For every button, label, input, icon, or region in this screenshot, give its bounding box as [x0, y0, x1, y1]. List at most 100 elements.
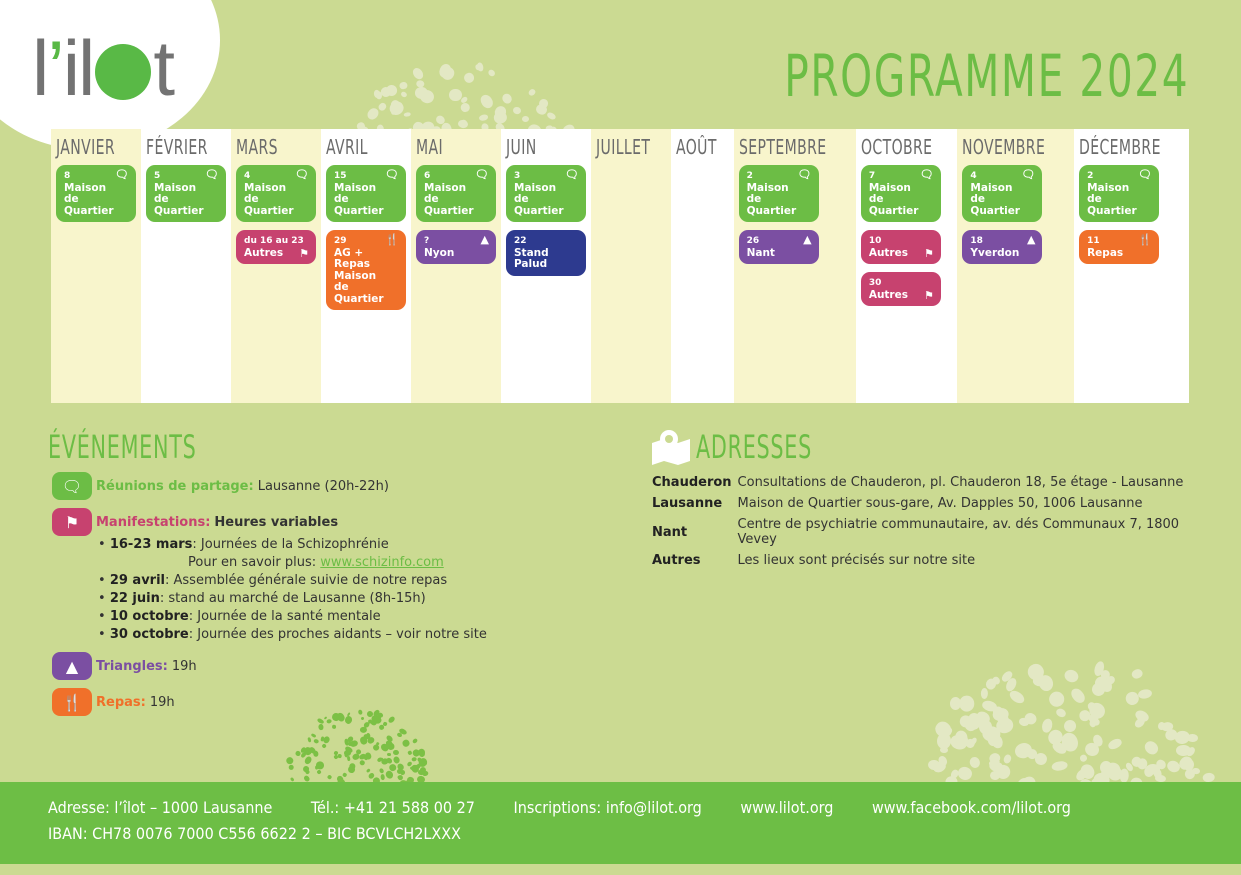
list-item: • 16-23 mars: Journées de la Schizophrén…	[98, 537, 389, 552]
event-label: Repas	[1087, 246, 1124, 259]
flag-icon: ⚑	[299, 246, 309, 260]
footer-facebook[interactable]: www.facebook.com/lilot.org	[871, 798, 1071, 817]
meal-icon: 🍴	[385, 233, 399, 246]
event-label: Maison	[746, 181, 789, 194]
logo-letter: l	[78, 24, 95, 112]
speech-bubbles-icon: 🗨	[919, 168, 934, 181]
event-label: de Quartier	[244, 193, 294, 217]
map-pin-icon	[652, 430, 690, 465]
event-date: 5	[154, 171, 161, 181]
event-date: du 16 au 23	[244, 236, 304, 246]
speech-bubbles-icon: 🗨	[475, 168, 489, 181]
event-label: de Quartier	[424, 193, 474, 217]
event-label: Autres	[244, 246, 284, 259]
legend-label: Repas:	[96, 694, 146, 710]
month-name: AOÛT	[675, 135, 717, 159]
event-card: ?Nyon▲	[416, 230, 496, 264]
decorative-dots-top	[350, 61, 576, 141]
event-label: Maison	[154, 181, 197, 194]
month-name: NOVEMBRE	[962, 135, 1046, 159]
event-date: 2	[1087, 171, 1094, 181]
triangle-icon: ▲	[803, 233, 812, 246]
list-item: • 10 octobre: Journée de la santé mental…	[98, 609, 381, 624]
legend-reunions: 🗨 Réunions de partage: Lausanne (20h-22h…	[48, 472, 608, 500]
event-date: 11	[1087, 236, 1100, 246]
footer-website[interactable]: www.lilot.org	[740, 798, 834, 817]
event-date: 10	[868, 236, 882, 246]
event-label: de Quartier	[746, 193, 797, 217]
event-label: Autres	[868, 246, 908, 259]
logo-apostrophe: ’	[47, 24, 64, 112]
month-name: DÉCEMBRE	[1079, 135, 1161, 159]
footer-phone[interactable]: Tél.: +41 21 588 00 27	[310, 798, 475, 817]
decorative-dots-green	[280, 708, 430, 790]
month-name: FÉVRIER	[146, 135, 208, 159]
list-item: • 30 octobre: Journée des proches aidant…	[98, 627, 487, 642]
legend-repas: 🍴 Repas: 19h	[48, 688, 608, 716]
flag-icon: ⚑	[923, 246, 934, 260]
footer-email[interactable]: Inscriptions: info@lilot.org	[513, 798, 702, 817]
event-label: de Quartier	[334, 193, 384, 217]
logo-letter: t	[153, 24, 175, 112]
addresses-title: ADRESSES	[696, 428, 812, 466]
list-item: • 29 avril: Assemblée générale suivie de…	[98, 573, 448, 588]
event-date: 30	[868, 278, 882, 288]
logo-letter: i	[62, 24, 80, 112]
event-label: Maison	[334, 181, 377, 194]
legend-triangles: ▲ Triangles: 19h	[48, 652, 608, 680]
month-column: JUILLET	[591, 129, 671, 403]
month-name: JANVIER	[56, 135, 116, 159]
event-label: de Quartier	[514, 193, 564, 217]
event-date: 4	[244, 171, 251, 181]
legend-manifestations: ⚑ Manifestations: Heures variables	[48, 508, 608, 536]
event-label: Stand Palud	[514, 246, 549, 270]
events-section: ÉVÉNEMENTS 🗨 Réunions de partage: Lausan…	[48, 428, 608, 716]
manifestations-list: • 16-23 mars: Journées de la Schizophrén…	[98, 536, 608, 644]
legend-label: Manifestations:	[96, 514, 211, 530]
event-label: Maison	[424, 181, 467, 194]
speech-bubbles-icon: 🗨	[1021, 168, 1036, 181]
more-info: Pour en savoir plus: www.schizinfo.com	[188, 555, 444, 570]
speech-bubbles-icon: 🗨	[52, 472, 92, 500]
meal-icon: 🍴	[1138, 233, 1153, 246]
event-label: de Quartier	[64, 193, 114, 217]
month-name: JUILLET	[596, 135, 651, 159]
month-name: JUIN	[506, 135, 537, 159]
event-label: Maison	[334, 269, 377, 282]
speech-bubbles-icon: 🗨	[205, 168, 219, 181]
speech-bubbles-icon: 🗨	[797, 168, 812, 181]
event-date: 2	[746, 171, 753, 181]
event-date: 15	[334, 171, 347, 181]
page-title: PROGRAMME 2024	[784, 42, 1189, 110]
event-label: de Quartier	[970, 193, 1020, 217]
schizinfo-link[interactable]: www.schizinfo.com	[320, 555, 444, 570]
event-date: 18	[970, 236, 983, 246]
legend-label: Triangles:	[96, 658, 168, 674]
month-name: OCTOBRE	[860, 135, 933, 159]
legend-value: 19h	[149, 694, 175, 710]
footer: Adresse: l’îlot – 1000 Lausanne Tél.: +4…	[0, 782, 1241, 864]
event-date: ?	[424, 236, 430, 246]
event-label: Maison	[1087, 181, 1130, 194]
event-label: Maison	[64, 181, 107, 194]
speech-bubbles-icon: 🗨	[565, 168, 579, 181]
